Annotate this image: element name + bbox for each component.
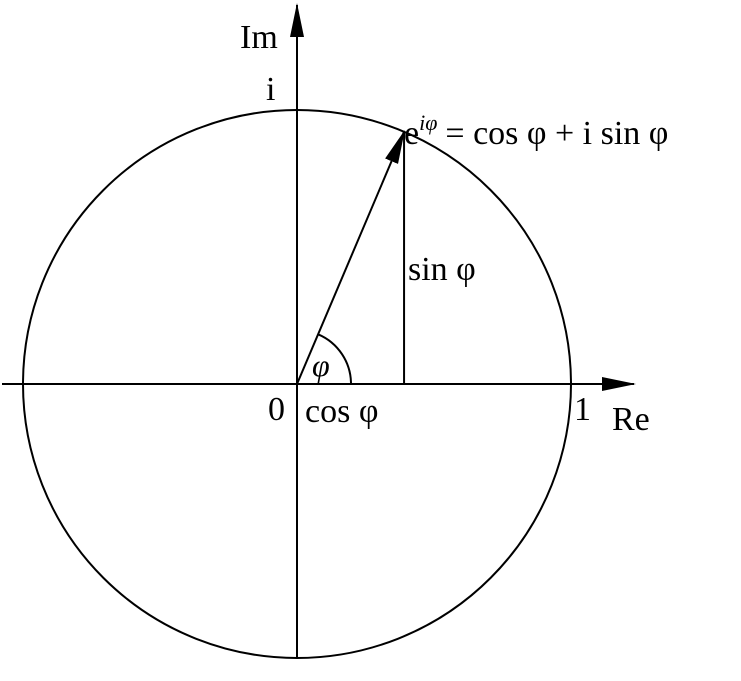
- cos-label: cos φ: [305, 393, 378, 430]
- angle-label: φ: [312, 347, 330, 383]
- angle-arc: [317, 333, 352, 385]
- sin-label: sin φ: [408, 251, 476, 288]
- imaginary-axis-label: Im: [240, 19, 278, 56]
- origin-label: 0: [268, 391, 285, 428]
- real-axis-label: Re: [612, 401, 650, 438]
- euler-formula-label: eiφ= cos φ + i sin φ: [404, 110, 668, 152]
- tick-label-i: i: [266, 71, 275, 108]
- tick-label-one: 1: [574, 391, 591, 428]
- unit-vector-arrow: [296, 129, 405, 385]
